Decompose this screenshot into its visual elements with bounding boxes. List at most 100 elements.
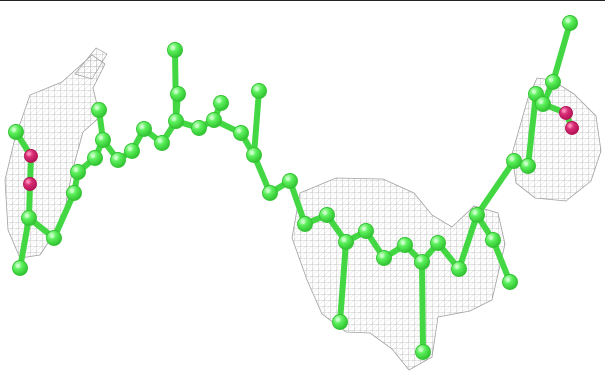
right-density-mesh: [511, 77, 602, 202]
carbon-atom: [91, 102, 107, 118]
carbon-atom: [110, 152, 126, 168]
carbon-atom: [170, 86, 186, 102]
carbon-atom: [485, 232, 501, 248]
carbon-atom-highlight: [157, 138, 163, 144]
carbon-atom: [376, 250, 392, 266]
carbon-atom: [95, 132, 111, 148]
carbon-atom: [430, 235, 446, 251]
carbon-atom: [332, 314, 348, 330]
carbon-atom-highlight: [94, 105, 100, 111]
bond-cylinder: [17, 215, 32, 271]
carbon-atom-highlight: [171, 116, 177, 122]
carbon-atom-highlight: [90, 153, 96, 159]
carbon-atom-highlight: [49, 233, 55, 239]
carbon-atom: [535, 96, 551, 112]
oxygen-atom: [565, 121, 579, 135]
carbon-atom-highlight: [285, 176, 291, 182]
carbon-atom: [319, 207, 335, 223]
carbon-atom-highlight: [170, 45, 176, 51]
carbon-atom-highlight: [322, 210, 328, 216]
carbon-atom: [46, 230, 62, 246]
carbon-atom: [70, 164, 86, 180]
bond-cylinder: [456, 212, 480, 272]
carbon-atom: [124, 143, 140, 159]
carbon-atom: [562, 15, 578, 31]
bond-cylinder: [51, 190, 77, 241]
oxygen-atom: [559, 106, 573, 120]
carbon-atom-highlight: [194, 123, 200, 129]
carbon-atom-highlight: [11, 127, 17, 133]
carbon-atom: [451, 261, 467, 277]
carbon-atom: [206, 112, 222, 128]
carbon-atom-highlight: [335, 317, 341, 323]
carbon-atom-highlight: [341, 237, 347, 243]
oxygen-atom: [23, 177, 37, 191]
oxygen-atom-highlight: [27, 152, 31, 156]
bond-cylinder: [419, 259, 426, 355]
carbon-atom: [520, 158, 536, 174]
carbon-atom: [8, 124, 24, 140]
carbon-atom: [154, 135, 170, 151]
carbon-atom-highlight: [531, 89, 537, 95]
top-border: [0, 0, 605, 1]
carbon-atom: [87, 150, 103, 166]
bond-cylinder: [474, 158, 517, 218]
carbon-atom-highlight: [454, 264, 460, 270]
carbon-atom: [469, 207, 485, 223]
carbon-atom: [246, 147, 262, 163]
carbon-atom: [415, 344, 431, 360]
carbon-atom-highlight: [173, 89, 179, 95]
carbon-atom: [506, 153, 522, 169]
oxygen-atom-highlight: [26, 180, 30, 184]
carbon-atom: [338, 234, 354, 250]
density-mesh: [4, 47, 602, 371]
carbon-atom-highlight: [509, 156, 515, 162]
carbon-atom-highlight: [24, 213, 30, 219]
carbon-atom-highlight: [417, 257, 423, 263]
carbon-atom-highlight: [265, 188, 271, 194]
carbon-atom-highlight: [472, 210, 478, 216]
carbon-atom: [545, 74, 561, 90]
carbon-atom-highlight: [249, 150, 255, 156]
carbon-atom: [502, 274, 518, 290]
carbon-atom-highlight: [548, 77, 554, 83]
carbon-atom-highlight: [209, 115, 215, 121]
carbon-atom-highlight: [379, 253, 385, 259]
carbon-atom: [168, 113, 184, 129]
center-density-mesh: [291, 177, 506, 371]
carbon-atom: [297, 216, 313, 232]
carbon-atom: [397, 237, 413, 253]
carbon-atom-highlight: [254, 86, 260, 92]
carbon-atom-highlight: [216, 98, 222, 104]
carbon-atom-highlight: [361, 226, 367, 232]
carbon-atom-highlight: [139, 124, 145, 130]
carbon-atom-highlight: [523, 161, 529, 167]
carbon-atom: [12, 260, 28, 276]
oxygen-atom-highlight: [568, 124, 572, 128]
carbon-atom-highlight: [538, 99, 544, 105]
carbon-atom: [213, 95, 229, 111]
carbon-atom: [414, 254, 430, 270]
carbon-atom-highlight: [127, 146, 133, 152]
carbon-atom-highlight: [300, 219, 306, 225]
carbon-atom-highlight: [505, 277, 511, 283]
oxygen-atom-highlight: [562, 109, 566, 113]
carbon-atom: [233, 125, 249, 141]
carbon-atom-highlight: [236, 128, 242, 134]
carbon-atom-highlight: [488, 235, 494, 241]
bond-cylinder: [525, 91, 539, 169]
carbon-atom-highlight: [73, 167, 79, 173]
carbon-atom-highlight: [433, 238, 439, 244]
carbon-atom: [21, 210, 37, 226]
carbon-atom-highlight: [98, 135, 104, 141]
carbon-atom: [66, 185, 82, 201]
carbon-atom: [136, 121, 152, 137]
bond-cylinder: [337, 239, 349, 325]
carbon-atom: [358, 223, 374, 239]
bond-cylinder: [251, 88, 262, 158]
left-density-spike: [74, 47, 108, 80]
molecule-atoms: [8, 15, 579, 360]
carbon-atom-highlight: [15, 263, 21, 269]
